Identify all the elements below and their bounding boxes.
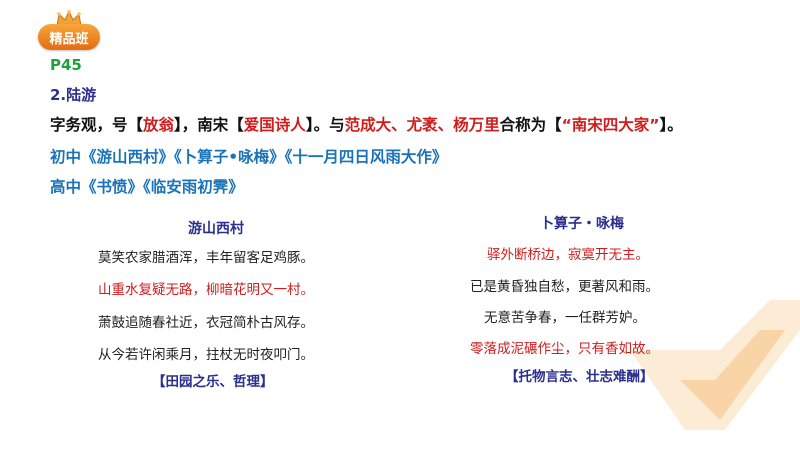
intro-text: 】。 bbox=[659, 116, 683, 134]
poem-line: 零落成泥碾作尘，只有香如故。 bbox=[470, 341, 659, 357]
poem-line: 驿外断桥边，寂寞开无主。 bbox=[487, 247, 649, 263]
intro-group: “南宋四大家” bbox=[561, 116, 660, 134]
author-intro: 字务观，号【放翁】，南宋【爱国诗人】。与范成大、尤袤、杨万里合称为【“南宋四大家… bbox=[50, 113, 683, 135]
poem-theme-tag: 【托物言志、壮志难酬】 bbox=[505, 369, 654, 385]
poem-line: 无意苦争春，一任群芳妒。 bbox=[484, 310, 646, 326]
poem-line: 山重水复疑无路，柳暗花明又一村。 bbox=[98, 282, 314, 298]
intro-text: 合称为【 bbox=[499, 116, 562, 134]
section-title: 2.陆游 bbox=[50, 86, 97, 104]
intro-text: 】。与 bbox=[305, 116, 345, 134]
intro-title: 爱国诗人 bbox=[243, 116, 306, 134]
poem-line: 从今若许闲乘月，拄杖无时夜叩门。 bbox=[98, 347, 314, 363]
watermark-logo-icon bbox=[630, 300, 800, 430]
intro-text: 】，南宋【 bbox=[174, 116, 244, 134]
junior-high-works: 初中《游山西村》《卜算子•咏梅》《十一月四日风雨大作》 bbox=[50, 148, 448, 166]
poem-theme-tag: 【田园之乐、哲理】 bbox=[152, 374, 274, 390]
page-number: P45 bbox=[50, 56, 82, 74]
intro-hao: 放翁 bbox=[143, 116, 175, 134]
intro-text: 字务观，号【 bbox=[50, 116, 144, 134]
premium-class-badge: 精品班 bbox=[38, 24, 100, 50]
poem-line: 已是黄昏独自愁，更著风和雨。 bbox=[470, 279, 659, 295]
poem-title: 游山西村 bbox=[188, 221, 244, 237]
senior-high-works: 高中《书愤》《临安雨初霁》 bbox=[50, 178, 244, 196]
intro-peers: 范成大、尤袤、杨万里 bbox=[344, 116, 500, 134]
poem-line: 萧鼓追随春社近，衣冠简朴古风存。 bbox=[98, 315, 314, 331]
poem-title: 卜算子・咏梅 bbox=[540, 216, 624, 232]
poem-line: 莫笑农家腊酒浑，丰年留客足鸡豚。 bbox=[98, 250, 314, 266]
